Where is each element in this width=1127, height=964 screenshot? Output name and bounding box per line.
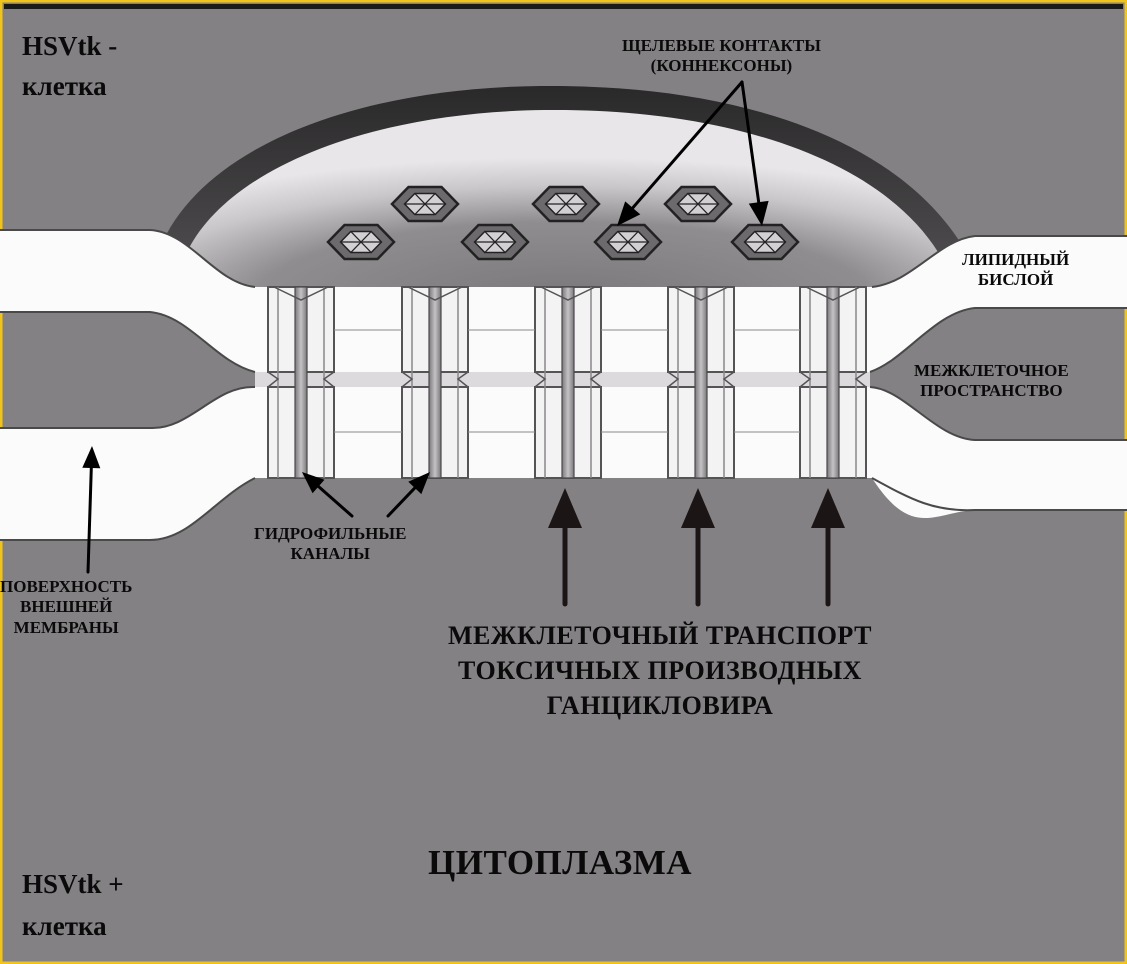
hydrophilic-channel (695, 287, 707, 478)
connexon-hexagon (392, 187, 458, 221)
arrow-transport (548, 488, 582, 604)
label-gap-junctions: ЩЕЛЕВЫЕ КОНТАКТЫ (КОННЕКСОНЫ) (622, 36, 821, 77)
connexon-pillar (800, 287, 866, 478)
label-cell-minus: HSVtk - клетка (22, 30, 117, 103)
connexon-pillar (668, 287, 734, 478)
label-hydrophilic-channels: ГИДРОФИЛЬНЫЕ КАНАЛЫ (254, 524, 406, 565)
label-lipid-bilayer: ЛИПИДНЫЙ БИСЛОЙ (962, 250, 1069, 291)
label-cell-plus: HSVtk + клетка (22, 868, 124, 943)
arrow-head (811, 488, 845, 528)
frame-shadow (4, 4, 1123, 9)
arrow-head (548, 488, 582, 528)
hydrophilic-channel (429, 287, 441, 478)
connexon-hexagon (533, 187, 599, 221)
label-intercellular-space: МЕЖКЛЕТОЧНОЕ ПРОСТРАНСТВО (914, 361, 1069, 402)
arrow-transport (811, 488, 845, 604)
connexon-hexagon (462, 225, 528, 259)
arrow-shaft (319, 487, 352, 516)
arrow-shaft (388, 488, 415, 516)
hydrophilic-channel (827, 287, 839, 478)
connexon-pillar (535, 287, 601, 478)
connexon-hexagon (595, 225, 661, 259)
connexon-hexagon (732, 225, 798, 259)
label-outer-membrane-surface: ПОВЕРХНОСТЬ ВНЕШНЕЙ МЕМБРАНЫ (0, 577, 132, 638)
connexon-hexagon (328, 225, 394, 259)
connexon-pillar (402, 287, 468, 478)
connexon-pillar (268, 287, 334, 478)
arrow-head (681, 488, 715, 528)
connexon-hexagon (665, 187, 731, 221)
hydrophilic-channel (562, 287, 574, 478)
hydrophilic-channel (295, 287, 307, 478)
arrow-transport (681, 488, 715, 604)
label-cytoplasm: ЦИТОПЛАЗМА (428, 842, 692, 884)
label-transport: МЕЖКЛЕТОЧНЫЙ ТРАНСПОРТ ТОКСИЧНЫХ ПРОИЗВО… (448, 620, 872, 722)
